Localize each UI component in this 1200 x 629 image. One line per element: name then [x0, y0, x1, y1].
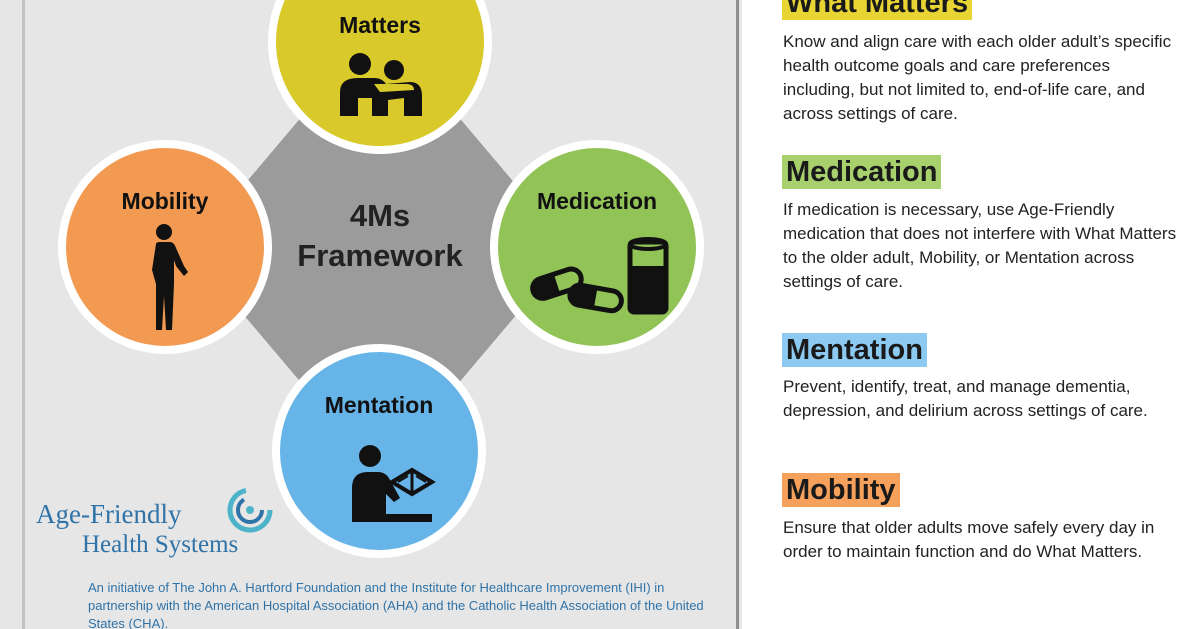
framework-diagram-panel: 4Ms Framework Matters Mobility Medicatio…: [0, 0, 742, 629]
center-title: 4Ms Framework: [260, 196, 500, 276]
mentation-label: Mentation: [324, 392, 434, 418]
mentation-body: Prevent, identify, treat, and manage dem…: [783, 377, 1148, 420]
logo-title: Age-Friendly: [36, 499, 182, 529]
medication-title: Medication: [782, 155, 942, 189]
panel-right-border: [736, 0, 739, 629]
what-matters-title: What Matters: [782, 0, 973, 20]
descriptions-panel: What Matters Know and align care with ea…: [742, 0, 1200, 629]
matters-circle: Matters: [268, 0, 492, 154]
mobility-title: Mobility: [782, 473, 900, 507]
medication-circle: Medication: [490, 140, 704, 354]
mobility-label: Mobility: [121, 188, 209, 214]
logo-subtitle: Health Systems: [82, 531, 239, 558]
matters-label: Matters: [339, 12, 421, 38]
center-title-line1: 4Ms: [349, 198, 411, 233]
mobility-body: Ensure that older adults move safely eve…: [783, 518, 1155, 561]
center-octagon: [238, 118, 522, 382]
pills-and-glass-icon: [530, 237, 669, 315]
person-reading-icon: [352, 445, 436, 522]
spiral-logo-icon: [227, 487, 273, 533]
medication-body: If medication is necessary, use Age-Frie…: [783, 200, 1177, 291]
two-people-embracing-icon: [340, 53, 422, 116]
mentation-circle: Mentation: [272, 344, 486, 558]
initiative-text: An initiative of The John A. Hartford Fo…: [88, 580, 704, 629]
panel-left-border: [22, 0, 25, 629]
mentation-title: Mentation: [782, 333, 927, 367]
what-matters-body: Know and align care with each older adul…: [783, 32, 1172, 123]
center-title-line2: Framework: [297, 238, 463, 273]
mobility-circle: Mobility: [58, 140, 272, 354]
person-walking-icon: [152, 224, 188, 330]
medication-label: Medication: [536, 188, 658, 214]
